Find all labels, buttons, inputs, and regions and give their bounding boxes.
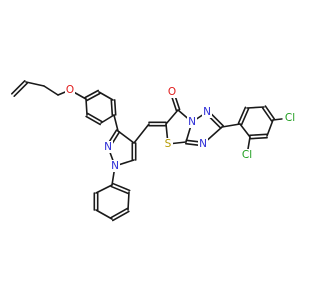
bond-d3-d4-a: [261, 107, 273, 122]
fused-nitrogen-label: N: [188, 116, 196, 128]
bond-tzC2-d1: [221, 123, 241, 128]
chlorine-para-label: Cl: [285, 112, 295, 124]
bond-d6-d1: [239, 123, 251, 138]
bond-q3-q4-a: [110, 207, 128, 219]
bond-q1-q2-b: [111, 182, 131, 192]
chlorine-ortho-label: Cl: [242, 149, 252, 161]
sulfur-label-background: [163, 138, 173, 150]
ether-oxygen-label: O: [66, 84, 74, 96]
bond-d1-d2-a: [240, 107, 250, 126]
bond-a2-a3: [25, 81, 45, 87]
bond-a1-a2-b: [10, 79, 26, 95]
bond-d2-d3: [246, 106, 265, 109]
chlorine-ortho-label-background: [239, 149, 255, 161]
carbonyl-oxygen-label: O: [168, 86, 176, 98]
sulfur-label: S: [165, 138, 172, 150]
pyrazole-n2-label-background: [103, 141, 113, 153]
bond-p3-p4-b: [113, 99, 117, 116]
bond-q4-q5: [95, 209, 113, 220]
bond-p1-p2-a: [86, 92, 101, 102]
bond-pz4-ch: [133, 123, 150, 144]
ether-oxygen-label-background: [65, 84, 75, 96]
bond-p2-p3: [98, 91, 114, 101]
bond-d5-d6-a: [249, 133, 268, 137]
triazole-nitrogen-lower-label: N: [199, 138, 207, 150]
bond-p4-p5: [100, 114, 115, 124]
bond-p5-p6-b: [85, 115, 101, 126]
pyrazole-n1-label: N: [111, 160, 119, 172]
pyrazole-n2-label: N: [104, 141, 112, 153]
bond-d1-d2-b: [237, 106, 247, 125]
chlorine-para-label-background: [282, 112, 298, 124]
bond-p6-p1: [85, 98, 88, 116]
fused-nitrogen-label-background: [187, 116, 197, 128]
bond-d5-d6-b: [249, 136, 268, 140]
triazole-nitrogen-upper-label-background: [202, 106, 212, 118]
bond-q3-q4-b: [112, 210, 130, 222]
carbonyl-oxygen-label-background: [167, 86, 177, 98]
pyrazole-n1-label-background: [110, 160, 120, 172]
bond-a3-a4: [43, 85, 59, 96]
bond-p1-p2-b: [84, 89, 99, 99]
bond-q6-q1: [95, 184, 113, 194]
bond-pz3-pz4: [117, 130, 135, 144]
triazole-nitrogen-upper-label: N: [203, 106, 211, 118]
bond-p5-p6-a: [87, 112, 103, 123]
bond-p3-p4-a: [110, 99, 114, 116]
triazole-nitrogen-lower-label-background: [198, 138, 208, 150]
bond-a1-a2-a: [13, 82, 29, 98]
bond-p4-pz3: [113, 114, 119, 132]
bond-q1-q2-a: [110, 185, 130, 195]
bond-d3-d4-b: [264, 105, 276, 120]
bond-d4-d5: [266, 119, 274, 137]
bond-tCO-t5: [165, 109, 179, 125]
bond-q2-q3: [127, 191, 130, 211]
